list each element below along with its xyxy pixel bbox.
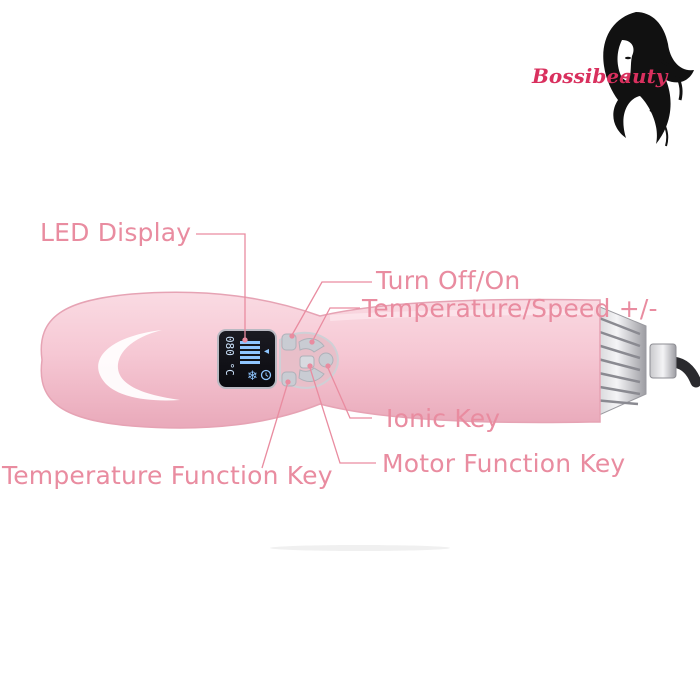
control-pad xyxy=(279,331,339,389)
air-vent-ring xyxy=(587,301,647,421)
lcd-temperature-readout: 080 °C xyxy=(223,336,236,376)
clock-icon xyxy=(260,369,272,381)
cord-connector xyxy=(649,343,677,379)
callout-turn-off-on: Turn Off/On xyxy=(376,266,521,295)
callout-motor-function-key: Motor Function Key xyxy=(382,449,626,478)
temperature-speed-plus-button[interactable] xyxy=(298,338,325,353)
brand-name: Bossibeauty xyxy=(532,64,668,88)
callout-temperature-speed: Temperature/Speed +/- xyxy=(362,294,658,323)
snowflake-icon: ❄ xyxy=(247,369,258,384)
brand-logo xyxy=(603,12,694,147)
leader-lines xyxy=(196,233,376,469)
callout-temperature-function-key: Temperature Function Key xyxy=(2,461,333,490)
power-cord xyxy=(668,356,700,388)
head-highlight xyxy=(98,330,180,401)
lcd-level-bars xyxy=(240,341,260,364)
led-display: ◂ ❄ xyxy=(217,329,277,389)
floor-shadow xyxy=(270,545,450,551)
callout-ionic-key: Ionic Key xyxy=(386,404,501,433)
lcd-bars-icon: ◂ xyxy=(264,346,269,357)
callout-led-display: LED Display xyxy=(40,218,192,247)
